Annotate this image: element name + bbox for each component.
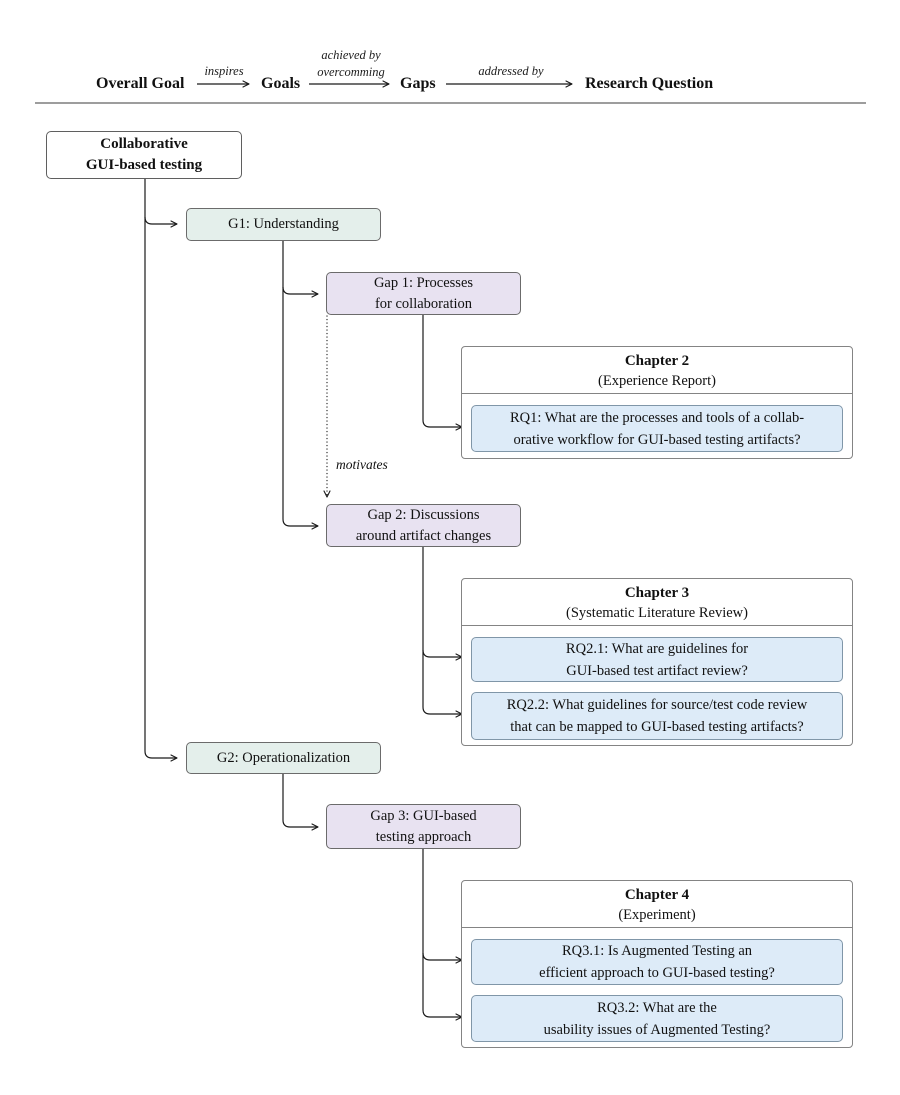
chapter-4-header: Chapter 4 (Experiment) bbox=[462, 881, 852, 928]
rq1-line2: orative workflow for GUI-based testing a… bbox=[513, 431, 801, 448]
chapter-4-title: Chapter 4 bbox=[624, 887, 690, 903]
rq31-line2: efficient approach to GUI-based testing? bbox=[539, 965, 775, 981]
node-gap2-line1: Gap 2: Discussions bbox=[367, 506, 480, 523]
node-gap2-line2: around artifact changes bbox=[355, 527, 492, 544]
chapter-2-header: Chapter 2 (Experience Report) bbox=[462, 347, 852, 394]
node-overall-goal-line2: GUI-based testing bbox=[85, 157, 203, 173]
node-goal-g1: G1: Understanding bbox=[186, 208, 381, 241]
rq1-line1: RQ1: What are the processes and tools of… bbox=[509, 409, 805, 426]
connector-gap1-to-rq1 bbox=[422, 315, 463, 431]
chapter-3-box: Chapter 3 (Systematic Literature Review)… bbox=[461, 578, 853, 746]
node-goal-g1-label: G1: Understanding bbox=[228, 216, 339, 232]
node-overall-goal-line1: Collaborative bbox=[100, 136, 188, 152]
legend-node-gaps: Gaps bbox=[400, 75, 436, 92]
rq22-line1: RQ2.2: What guidelines for source/test c… bbox=[506, 697, 808, 713]
chapter-4-box: Chapter 4 (Experiment) RQ3.1: Is Augment… bbox=[461, 880, 853, 1048]
node-gap3-line2: testing approach bbox=[375, 828, 472, 845]
legend-node-research-question: Research Question bbox=[585, 75, 714, 92]
node-gap1: Gap 1: Processes for collaboration bbox=[326, 272, 521, 315]
legend-label-overcomming: overcomming bbox=[317, 65, 385, 79]
rq21-line2: GUI-based test artifact review? bbox=[566, 662, 748, 679]
chapter-3-title: Chapter 3 bbox=[624, 585, 690, 601]
rq22-line2: that can be mapped to GUI-based testing … bbox=[510, 719, 804, 735]
rq1-box: RQ1: What are the processes and tools of… bbox=[471, 405, 843, 452]
node-gap3: Gap 3: GUI-based testing approach bbox=[326, 804, 521, 849]
legend-node-goals: Goals bbox=[261, 75, 301, 92]
motivates-label: motivates bbox=[336, 457, 388, 472]
rq32-box: RQ3.2: What are the usability issues of … bbox=[471, 995, 843, 1042]
node-goal-g2-label: G2: Operationalization bbox=[216, 749, 351, 766]
node-overall-goal: Collaborative GUI-based testing bbox=[46, 131, 242, 179]
chapter-3-header: Chapter 3 (Systematic Literature Review) bbox=[462, 579, 852, 626]
node-gap2: Gap 2: Discussions around artifact chang… bbox=[326, 504, 521, 547]
rq32-line1: RQ3.2: What are the bbox=[597, 999, 717, 1016]
rq22-box: RQ2.2: What guidelines for source/test c… bbox=[471, 692, 843, 740]
chapter-4-subtitle: (Experiment) bbox=[618, 907, 696, 923]
rq31-box: RQ3.1: Is Augmented Testing an efficient… bbox=[471, 939, 843, 985]
connector-root-to-g2 bbox=[144, 179, 178, 762]
chapter-3-subtitle: (Systematic Literature Review) bbox=[566, 605, 748, 621]
rq21-box: RQ2.1: What are guidelines for GUI-based… bbox=[471, 637, 843, 682]
connector-g1-to-gap1 bbox=[282, 286, 319, 298]
chapter-2-subtitle: (Experience Report) bbox=[598, 373, 716, 389]
node-gap1-line2: for collaboration bbox=[374, 295, 473, 312]
chapter-2-title: Chapter 2 bbox=[624, 353, 690, 369]
legend-label-inspires: inspires bbox=[204, 64, 244, 78]
connector-g2-to-gap3 bbox=[282, 774, 319, 831]
connector-root-to-g1 bbox=[144, 216, 178, 228]
rq32-line2: usability issues of Augmented Testing? bbox=[543, 1021, 771, 1038]
legend-label-addressed-by: addressed by bbox=[478, 64, 544, 78]
rq31-line1: RQ3.1: Is Augmented Testing an bbox=[561, 943, 753, 959]
connector-gap3-to-rq31 bbox=[422, 952, 463, 964]
chapter-2-box: Chapter 2 (Experience Report) RQ1: What … bbox=[461, 346, 853, 459]
connector-gap3-to-rq32 bbox=[422, 849, 463, 1021]
node-gap3-line1: Gap 3: GUI-based bbox=[370, 807, 477, 824]
connector-g1-to-gap2 bbox=[282, 241, 319, 530]
connector-gap2-to-rq21 bbox=[422, 649, 463, 661]
node-gap1-line1: Gap 1: Processes bbox=[373, 274, 474, 291]
legend-label-achieved-by: achieved by bbox=[321, 48, 381, 62]
legend-node-overall-goal: Overall Goal bbox=[96, 75, 185, 92]
rq21-line1: RQ2.1: What are guidelines for bbox=[565, 640, 749, 657]
node-goal-g2: G2: Operationalization bbox=[186, 742, 381, 774]
connector-gap2-to-rq22 bbox=[422, 547, 463, 718]
header-divider bbox=[35, 102, 866, 104]
